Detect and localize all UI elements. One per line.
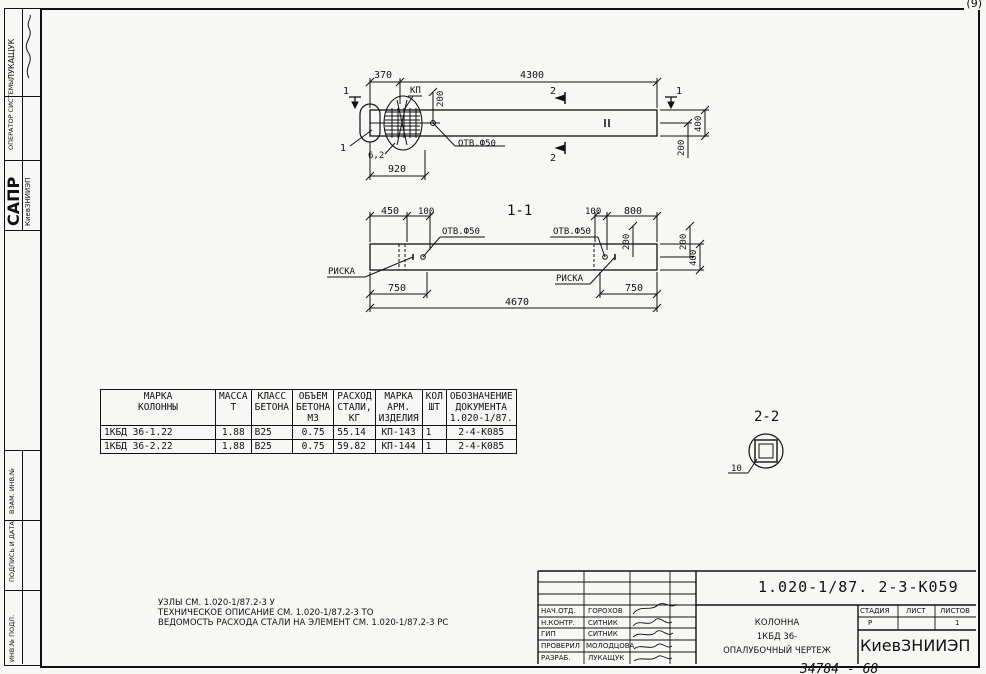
s1-dim-200a: 200 bbox=[622, 234, 632, 250]
role-gip: ГИП bbox=[541, 630, 556, 638]
table-row: 1КБД 36-1.22 1.88 B25 0.75 55.14 КП-143 … bbox=[100, 425, 517, 440]
plan-dim-200-v: 200 bbox=[436, 91, 446, 107]
plan-dim-400: 400 bbox=[694, 116, 704, 132]
s1-otv-right: ОТВ.Ф50 bbox=[553, 227, 591, 237]
stadia-value: Р bbox=[868, 619, 873, 627]
role-proveril: ПРОВЕРИЛ bbox=[541, 642, 580, 650]
handwritten-number: 34784 - 68 bbox=[799, 662, 878, 674]
plan-otv: ОТВ.Ф50 bbox=[458, 139, 496, 149]
org-name: КиевЗНИИЭП bbox=[860, 636, 971, 655]
s1-dim-200b: 200 bbox=[679, 234, 689, 250]
role-nach-otd: НАЧ.ОТД. bbox=[541, 607, 576, 615]
plan-cut2-top: 2 bbox=[550, 86, 556, 97]
section-1-1 bbox=[327, 211, 705, 313]
name-line-1: КОЛОННА bbox=[754, 618, 800, 628]
name-line-3: ОПАЛУБОЧНЫЙ ЧЕРТЕЖ bbox=[723, 646, 831, 656]
name-gorokhov: ГОРОХОВ bbox=[588, 607, 623, 615]
table-cell: 2-4-К085 bbox=[445, 425, 517, 440]
plan-dim-200-r: 200 bbox=[677, 140, 687, 156]
note-line: ТЕХНИЧЕСКОЕ ОПИСАНИЕ СМ. 1.020-1/87.2-3 … bbox=[158, 608, 374, 618]
table-cell: B25 bbox=[250, 425, 293, 440]
s1-dim-750b: 750 bbox=[625, 283, 643, 294]
name-line-2: 1КБД 36- bbox=[756, 632, 798, 642]
table-cell: 1КБД 36-1.22 bbox=[100, 425, 216, 440]
note-line: УЗЛЫ СМ. 1.020-1/87.2-3 У bbox=[158, 598, 275, 608]
s1-riska-left: РИСКА bbox=[328, 267, 356, 277]
table-cell: 1.88 bbox=[215, 439, 252, 454]
side-signature bbox=[25, 14, 31, 79]
title-block-lines bbox=[537, 570, 976, 664]
table-cell: 1КБД 36-2.22 bbox=[100, 439, 216, 454]
name-sitnik-2: СИТНИК bbox=[588, 630, 618, 638]
role-n-kontr: Н.КОНТР. bbox=[541, 619, 575, 627]
table-cell: 1 bbox=[421, 425, 447, 440]
plan-dim-370: 370 bbox=[374, 70, 392, 81]
table-cell: 1 bbox=[421, 439, 447, 454]
s1-dim-100a: 100 bbox=[418, 207, 434, 217]
s2-leader-10: 10 bbox=[731, 464, 742, 474]
s1-dim-450: 450 bbox=[381, 206, 399, 217]
table-cell: 0.75 bbox=[291, 425, 335, 440]
table-cell: 2-4-К085 bbox=[445, 439, 517, 454]
s1-riska-right: РИСКА bbox=[556, 274, 584, 284]
role-razrab: РАЗРАБ. bbox=[541, 654, 571, 662]
listov-value: 1 bbox=[955, 619, 960, 627]
list-label: ЛИСТ bbox=[906, 607, 926, 615]
stadia-label: СТАДИЯ bbox=[860, 607, 890, 615]
drawing-frame bbox=[40, 8, 980, 668]
plan-cut2-bottom: 2 bbox=[550, 153, 556, 164]
doc-designation: 1.020-1/87. 2-3-К059 bbox=[758, 578, 959, 596]
s1-dim-100b: 100 bbox=[585, 207, 601, 217]
signatures bbox=[632, 603, 677, 662]
table-cell: 0.75 bbox=[291, 439, 335, 454]
table-cell: КП-143 bbox=[374, 425, 423, 440]
s1-dim-4670: 4670 bbox=[505, 297, 529, 308]
s1-otv-left: ОТВ.Ф50 bbox=[442, 227, 480, 237]
table-cell: B25 bbox=[250, 439, 293, 454]
plan-leader-1: 1 bbox=[340, 143, 346, 154]
plan-dim-6-2: 6,2 bbox=[368, 151, 384, 161]
title-block: 1.020-1/87. 2-3-К059 НАЧ.ОТД. Н.КОНТР. Г… bbox=[538, 571, 976, 664]
name-molodtsova: МОЛОДЦОВА bbox=[586, 642, 635, 650]
plan-dim-920: 920 bbox=[388, 164, 406, 175]
plan-view bbox=[349, 77, 710, 181]
s1-dim-800: 800 bbox=[624, 206, 642, 217]
table-cell: 59.82 bbox=[333, 439, 376, 454]
listov-label: ЛИСТОВ bbox=[940, 607, 970, 615]
s1-dim-400: 400 bbox=[689, 250, 699, 266]
side-strip-dividers bbox=[4, 8, 40, 664]
table-cell: КП-144 bbox=[374, 439, 423, 454]
s1-dim-750a: 750 bbox=[388, 283, 406, 294]
section-2-2 bbox=[728, 433, 784, 474]
name-lukashchuk: ЛУКАЩУК bbox=[588, 654, 625, 662]
note-line: ВЕДОМОСТЬ РАСХОДА СТАЛИ НА ЭЛЕМЕНТ СМ. 1… bbox=[158, 618, 449, 628]
plan-cut-right: 1 bbox=[676, 86, 682, 97]
table-cell: 1.88 bbox=[215, 425, 252, 440]
plan-cut-left: 1 bbox=[343, 86, 349, 97]
table-cell: 55.14 bbox=[333, 425, 376, 440]
page-number: (9) bbox=[964, 0, 984, 10]
plan-kp: КП bbox=[410, 86, 421, 96]
notes-block: УЗЛЫ СМ. 1.020-1/87.2-3 У ТЕХНИЧЕСКОЕ ОП… bbox=[158, 598, 448, 628]
table-row: 1КБД 36-2.22 1.88 B25 0.75 59.82 КП-144 … bbox=[100, 439, 517, 454]
section-2-2-title: 2-2 bbox=[754, 409, 779, 425]
plan-dim-4300: 4300 bbox=[520, 70, 544, 81]
name-sitnik-1: СИТНИК bbox=[588, 619, 618, 627]
section-1-1-title: 1-1 bbox=[507, 203, 532, 219]
